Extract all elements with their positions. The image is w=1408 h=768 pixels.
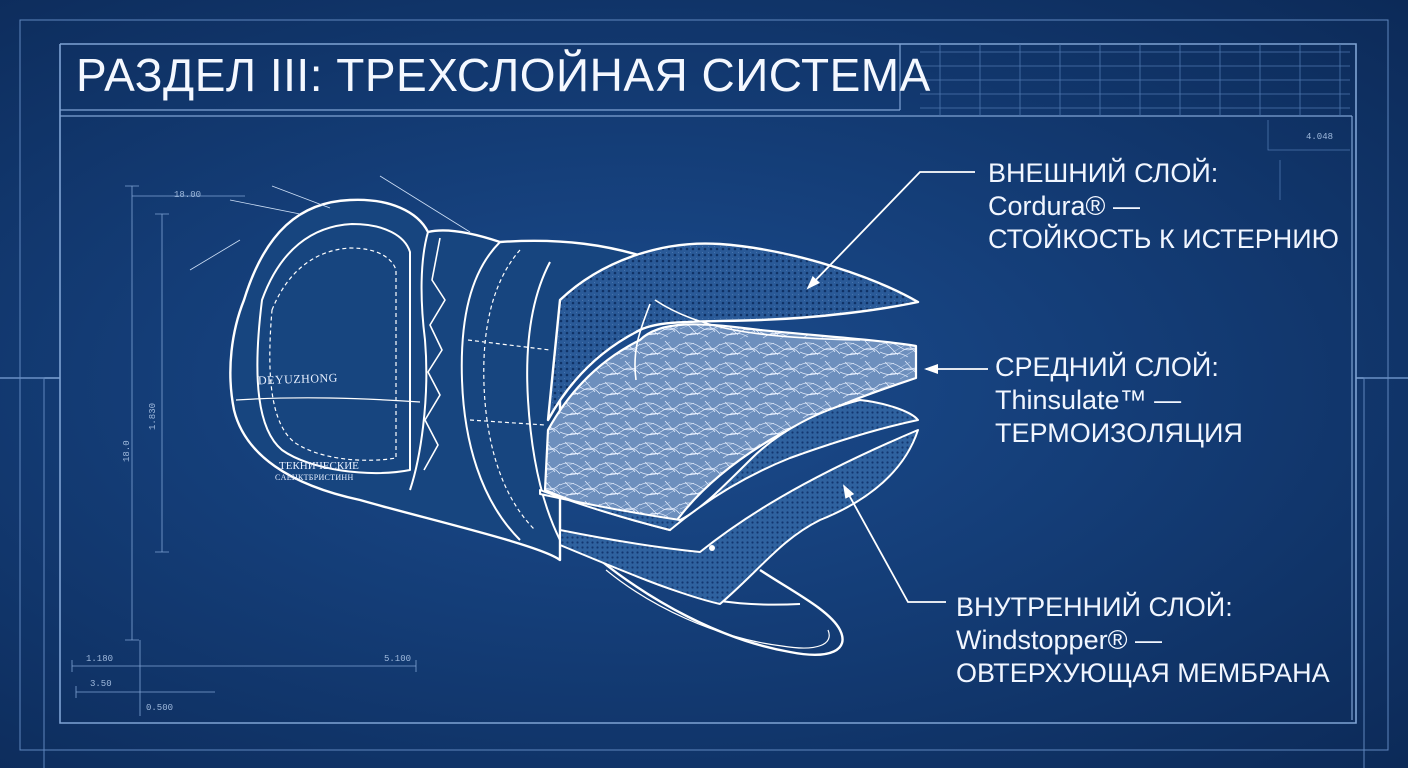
dimension-top-left: 18.00 [174,190,202,200]
callout-middle-function: ТЕРМОИЗОЛЯЦИЯ [995,418,1243,448]
outer-layer-shell [546,242,920,422]
callout-arrows [806,171,988,603]
callout-inner-heading: ВНУТРЕННИЙ СЛОЙ: [956,592,1233,622]
glove-brand-label: DEYUZHONG [257,370,339,388]
dimension-bottom-mid: 5.100 [384,654,412,664]
callout-outer-layer: ВНЕШНИЙ СЛОЙ: Cordura® — СТОЙКОСТЬ К ИСТ… [988,157,1339,256]
callout-inner-material: Windstopper® — [956,625,1162,655]
callout-middle-layer: СРЕДНИЙ СЛОЙ: Thinsulate™ — ТЕРМОИЗОЛЯЦИ… [995,351,1243,450]
callout-outer-material: Cordura® — [988,191,1140,221]
inner-layer-membrane [539,399,919,531]
callout-inner-function: ОВТЕРХУЮЩАЯ МЕМБРАНА [956,658,1330,688]
glove-tech-label-line2: CAEНКТБРИСТИНН [275,473,354,482]
layer-stack [539,242,920,605]
callout-outer-function: СТОЙКОСТЬ К ИСТЕРНИЮ [988,224,1339,254]
corner-grid [920,44,1350,200]
outer-layer-arrow [806,171,975,290]
dimension-lines [71,185,417,716]
dimension-bottom-left-1: 1.180 [86,654,114,664]
blueprint-frame [0,19,1408,768]
dimension-top-right: 4.048 [1306,132,1334,142]
dimension-bottom-left-2: 3.50 [90,679,112,689]
dimension-vertical-outer: 18.0 [122,440,132,462]
dimension-vertical-inner: 1.830 [148,402,158,430]
callout-inner-layer: ВНУТРЕННИЙ СЛОЙ: Windstopper® — ОВТЕРХУЮ… [956,591,1330,690]
page-title: РАЗДЕЛ III: ТРЕХСЛОЙНАЯ СИСТЕМА [76,49,931,101]
callout-middle-material: Thinsulate™ — [995,385,1182,415]
callout-outer-heading: ВНЕШНИЙ СЛОЙ: [988,158,1219,188]
inner-layer-arrow [843,484,946,603]
glove-tech-label-line1: ТЕКНИЧЕСКИЕ [279,460,359,472]
callout-middle-heading: СРЕДНИЙ СЛОЙ: [995,352,1219,382]
dimension-bottom-left-3: 0.500 [146,703,174,713]
